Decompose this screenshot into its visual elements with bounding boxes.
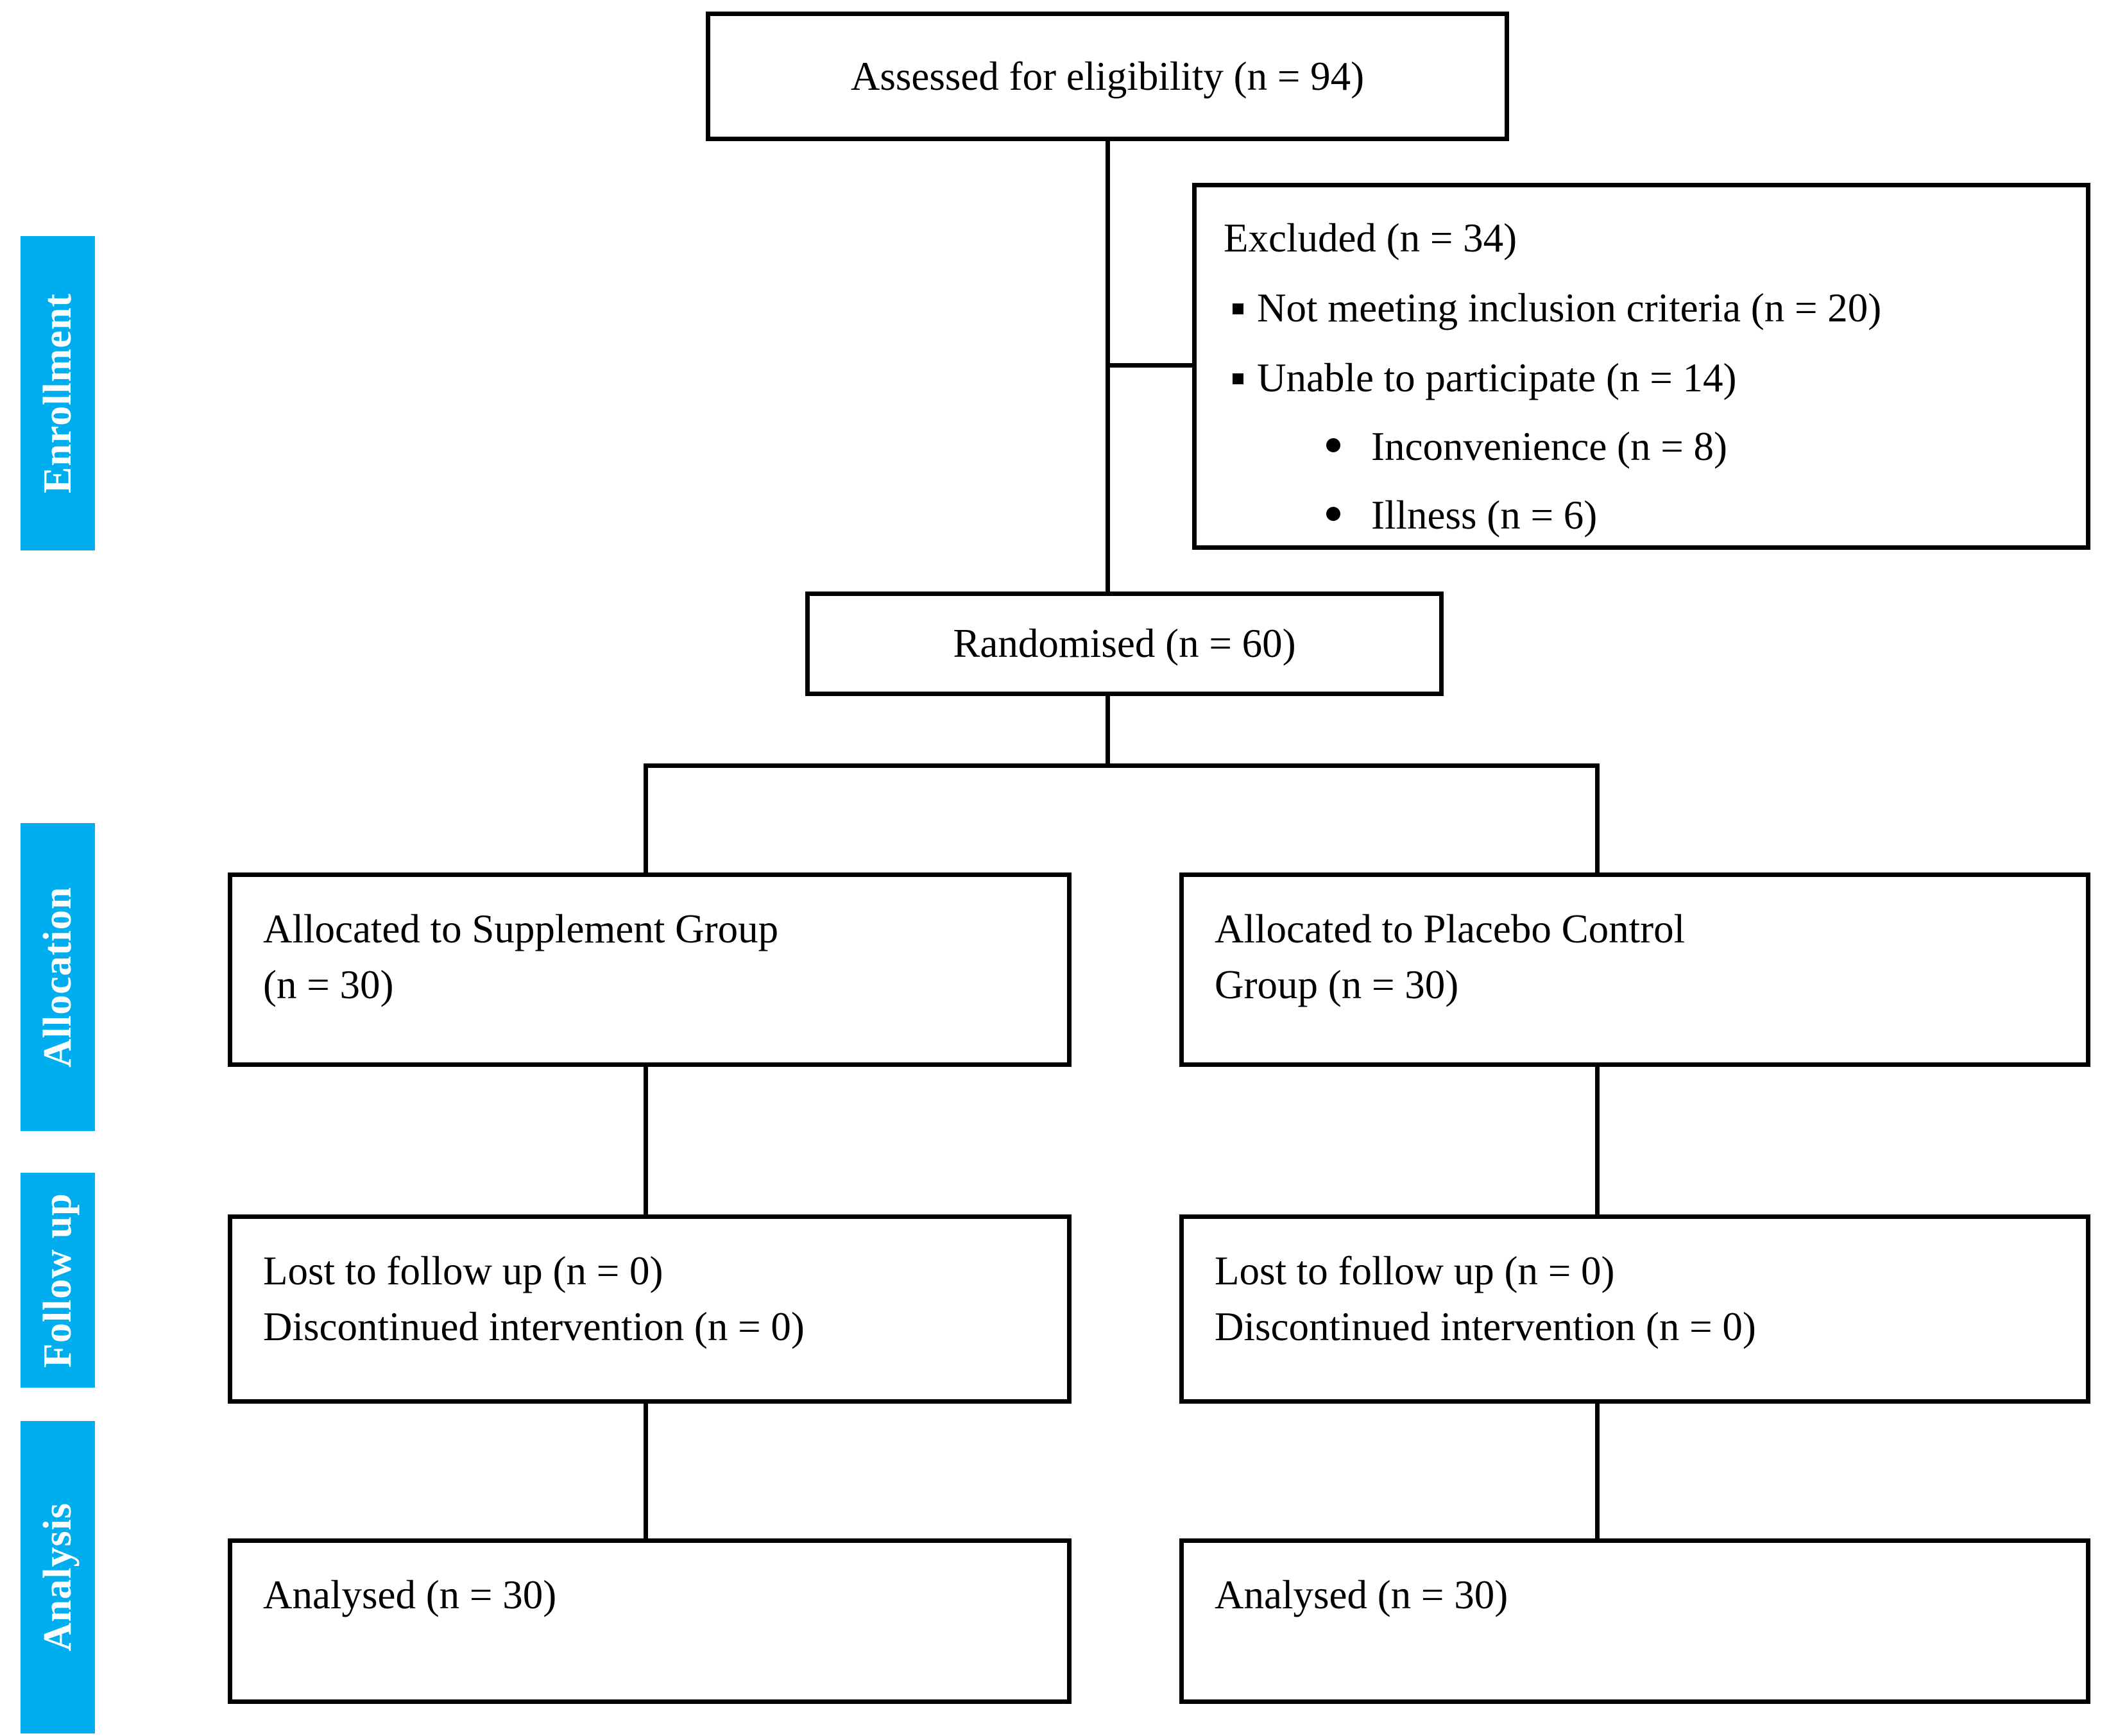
stage-bar-analysis: Analysis bbox=[21, 1421, 95, 1733]
alloc-left-line2: (n = 30) bbox=[263, 962, 394, 1007]
assessed-text: Assessed for eligibility (n = 94) bbox=[850, 53, 1365, 99]
excluded-sub-reason-item: Illness (n = 6) bbox=[1224, 488, 2067, 543]
connector-allocation-split bbox=[644, 763, 1600, 768]
followup-left-line1: Lost to follow up (n = 0) bbox=[263, 1248, 663, 1293]
stage-bar-allocation: Allocation bbox=[21, 823, 95, 1131]
excluded-sub-reason-text: Inconvenience (n = 8) bbox=[1371, 423, 1728, 469]
box-followup-supplement: Lost to follow up (n = 0) Discontinued i… bbox=[228, 1214, 1072, 1404]
excluded-heading: Excluded (n = 34) bbox=[1224, 216, 1517, 260]
box-randomised: Randomised (n = 60) bbox=[805, 591, 1444, 696]
alloc-left-line1: Allocated to Supplement Group bbox=[263, 906, 779, 951]
connector-followup-right-to-analysis-right bbox=[1595, 1402, 1600, 1540]
dot-bullet-icon bbox=[1326, 438, 1340, 452]
analysis-right-text: Analysed (n = 30) bbox=[1215, 1572, 1508, 1617]
box-followup-placebo: Lost to follow up (n = 0) Discontinued i… bbox=[1179, 1214, 2090, 1404]
stage-label-enrollment: Enrollment bbox=[36, 293, 80, 493]
stage-label-analysis: Analysis bbox=[36, 1502, 80, 1652]
alloc-right-line2: Group (n = 30) bbox=[1215, 962, 1459, 1007]
randomised-text: Randomised (n = 60) bbox=[953, 621, 1296, 667]
excluded-reason-item: Not meeting inclusion criteria (n = 20) bbox=[1224, 280, 2067, 336]
box-assessed-for-eligibility: Assessed for eligibility (n = 94) bbox=[706, 12, 1509, 141]
followup-right-line1: Lost to follow up (n = 0) bbox=[1215, 1248, 1615, 1293]
connector-alloc-left-to-followup-left bbox=[644, 1065, 648, 1216]
analysis-left-text: Analysed (n = 30) bbox=[263, 1572, 557, 1617]
box-allocated-placebo-control-group: Allocated to Placebo Control Group (n = … bbox=[1179, 872, 2090, 1067]
excluded-sub-reason-item: Inconvenience (n = 8) bbox=[1224, 419, 2067, 475]
alloc-right-line1: Allocated to Placebo Control bbox=[1215, 906, 1686, 951]
stage-label-followup: Follow up bbox=[36, 1193, 80, 1368]
stage-bar-followup: Follow up bbox=[21, 1173, 95, 1388]
connector-split-to-alloc-right bbox=[1595, 763, 1600, 874]
followup-right-line2: Discontinued intervention (n = 0) bbox=[1215, 1304, 1756, 1349]
connector-assessed-to-randomised bbox=[1106, 140, 1110, 597]
stage-label-allocation: Allocation bbox=[36, 886, 80, 1068]
excluded-reason-list: Not meeting inclusion criteria (n = 20) … bbox=[1224, 280, 2067, 406]
excluded-reason-item: Unable to participate (n = 14) bbox=[1224, 350, 2067, 406]
connector-split-to-alloc-left bbox=[644, 763, 648, 874]
box-analysed-supplement: Analysed (n = 30) bbox=[228, 1538, 1072, 1704]
excluded-sub-reason-list: Inconvenience (n = 8) Illness (n = 6) bbox=[1224, 419, 2067, 543]
square-bullet-icon bbox=[1233, 373, 1243, 384]
box-analysed-placebo: Analysed (n = 30) bbox=[1179, 1538, 2090, 1704]
followup-left-line2: Discontinued intervention (n = 0) bbox=[263, 1304, 805, 1349]
connector-assessed-to-excluded bbox=[1106, 363, 1192, 368]
excluded-reason-text: Unable to participate (n = 14) bbox=[1257, 355, 1737, 400]
connector-alloc-right-to-followup-right bbox=[1595, 1065, 1600, 1216]
box-allocated-supplement-group: Allocated to Supplement Group (n = 30) bbox=[228, 872, 1072, 1067]
connector-randomised-down bbox=[1106, 695, 1110, 767]
stage-bar-enrollment: Enrollment bbox=[21, 236, 95, 550]
dot-bullet-icon bbox=[1326, 506, 1340, 521]
square-bullet-icon bbox=[1233, 303, 1243, 314]
excluded-sub-reason-text: Illness (n = 6) bbox=[1371, 492, 1598, 538]
box-excluded: Excluded (n = 34) Not meeting inclusion … bbox=[1192, 183, 2090, 550]
connector-followup-left-to-analysis-left bbox=[644, 1402, 648, 1540]
excluded-reason-text: Not meeting inclusion criteria (n = 20) bbox=[1257, 285, 1882, 330]
